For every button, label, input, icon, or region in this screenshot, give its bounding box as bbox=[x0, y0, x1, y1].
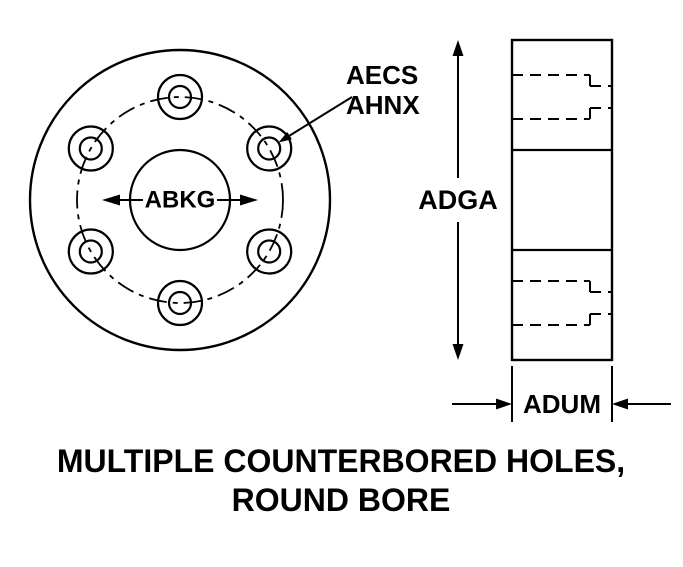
bore-dimension: ABKG bbox=[102, 187, 258, 214]
callout-label-line1: AECS bbox=[346, 60, 418, 90]
counterbored-hole bbox=[67, 228, 114, 275]
counterbored-hole bbox=[156, 73, 204, 121]
width-dimension: ADUM bbox=[452, 366, 671, 422]
counterbored-hole bbox=[246, 228, 293, 275]
side-view bbox=[510, 38, 614, 362]
counterbored-hole bbox=[156, 279, 204, 327]
callout-arrowhead bbox=[278, 132, 292, 143]
front-view: ABKG AECS AHNX bbox=[28, 48, 420, 352]
width-dim-arrow-left bbox=[496, 398, 512, 410]
width-dim-arrow-right bbox=[612, 398, 628, 410]
callout-label-line2: AHNX bbox=[346, 90, 420, 120]
counterbored-holes bbox=[67, 73, 293, 327]
height-dim-label: ADGA bbox=[418, 185, 498, 215]
counterbored-hole bbox=[246, 125, 293, 172]
height-dim-arrow-up bbox=[452, 40, 464, 56]
bore-dim-label: ABKG bbox=[145, 187, 216, 214]
hidden-lines-top-hole bbox=[512, 74, 612, 120]
counterbore-callout: AECS AHNX bbox=[278, 60, 420, 143]
height-dim-arrow-down bbox=[452, 344, 464, 360]
bore-dim-arrow-right bbox=[240, 194, 258, 206]
outer-circle bbox=[28, 48, 332, 352]
hidden-lines-bottom-hole bbox=[512, 280, 612, 326]
side-view-outline bbox=[510, 38, 614, 362]
drawing-caption: MULTIPLE COUNTERBORED HOLES, ROUND BORE bbox=[57, 443, 625, 518]
bolt-circle-centerline bbox=[76, 96, 284, 304]
width-dim-label: ADUM bbox=[523, 389, 601, 419]
height-dimension: ADGA bbox=[418, 40, 498, 360]
caption-line-1: MULTIPLE COUNTERBORED HOLES, bbox=[57, 443, 625, 479]
caption-line-2: ROUND BORE bbox=[232, 482, 451, 518]
callout-leader-line bbox=[289, 96, 353, 137]
bore-dim-arrow-left bbox=[102, 194, 120, 206]
counterbored-hole bbox=[67, 125, 114, 172]
